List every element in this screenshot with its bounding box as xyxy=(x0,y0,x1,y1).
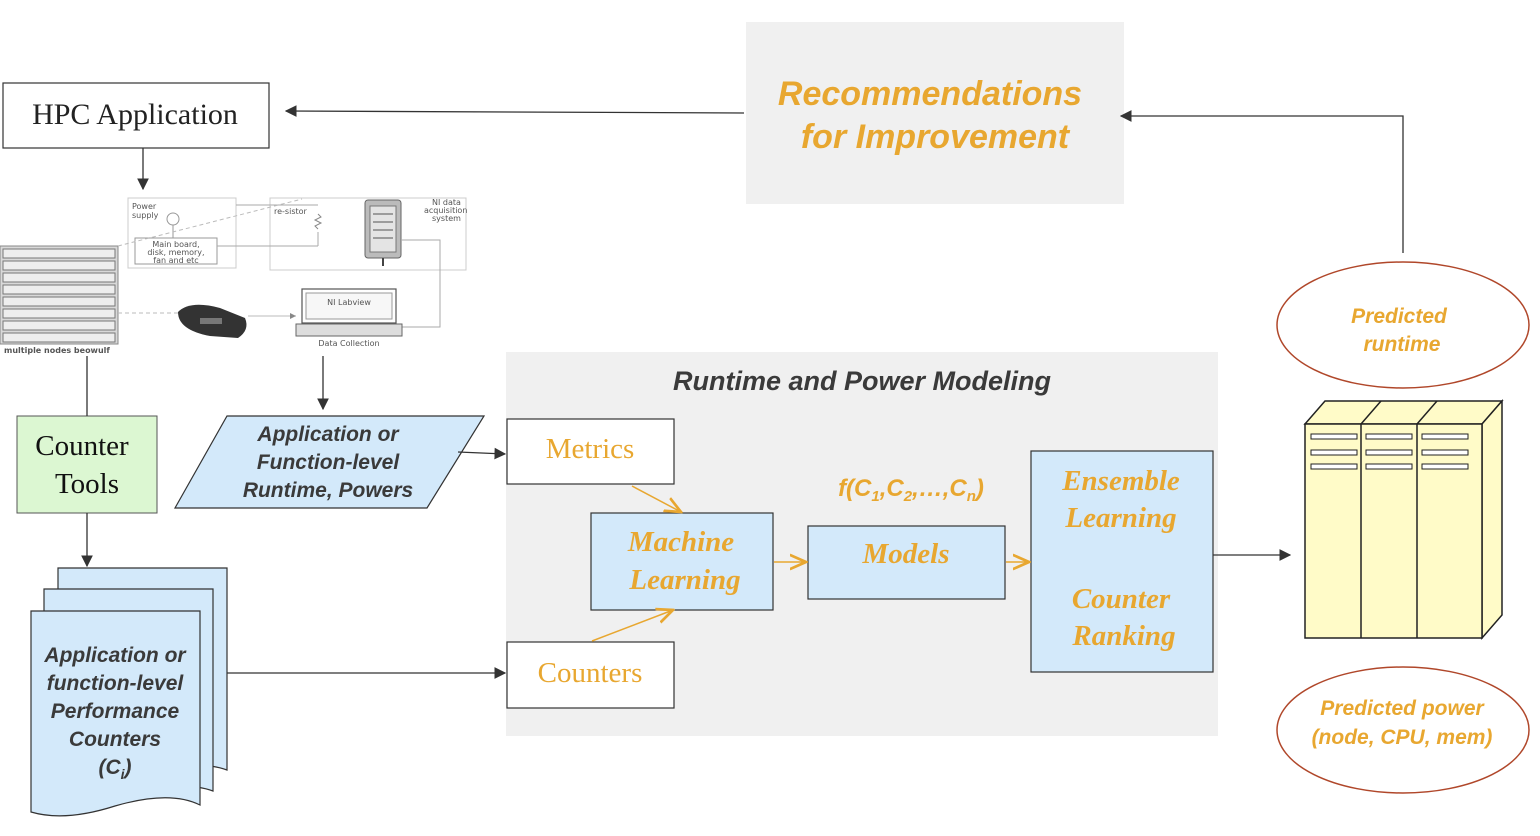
predicted-power-line2: (node, CPU, mem) xyxy=(1312,726,1493,749)
perf-counters-line4: Counters xyxy=(69,728,161,751)
performance-counters-documents xyxy=(30,567,228,817)
model-function-formula: f(C1,C2,…,Cn) xyxy=(838,475,984,505)
counters-box xyxy=(506,641,675,709)
perf-counters-line3: Performance xyxy=(51,700,180,723)
main-board-label-3: fan and etc xyxy=(153,256,198,265)
ensemble-ranking-box xyxy=(1030,450,1214,673)
hpc-application-label: HPC Application xyxy=(32,98,238,131)
models-box xyxy=(807,525,1006,600)
runtime-powers-data-shape xyxy=(173,415,486,509)
hpc-application-box xyxy=(2,82,270,149)
data-collection-label: Data Collection xyxy=(318,339,379,348)
ni-data-label-2: acquisition xyxy=(424,206,467,215)
main-board-box xyxy=(134,237,218,265)
ensemble-line2: Learning xyxy=(1064,502,1176,534)
predicted-power-line1: Predicted power xyxy=(1320,697,1485,720)
dark-connectors xyxy=(81,105,1404,679)
ensemble-line4: Ranking xyxy=(1071,620,1175,652)
machine-learning-line2: Learning xyxy=(628,564,740,596)
metrics-label: Metrics xyxy=(546,433,635,465)
cluster-rack-icon xyxy=(0,245,119,345)
ni-data-label-3: system xyxy=(432,214,461,223)
daq-cable xyxy=(401,239,441,328)
power-supply-label-2: supply xyxy=(132,211,159,220)
runtime-powers-line3: Runtime, Powers xyxy=(243,479,413,502)
resistor-icon xyxy=(313,213,323,230)
arrow-metrics-to-ml xyxy=(631,485,681,512)
runtime-powers-line1: Application or xyxy=(256,423,400,446)
perf-counters-ci: (Ci) xyxy=(98,756,131,782)
predicted-runtime-ellipse xyxy=(1276,261,1530,389)
data-collection-pc-icon xyxy=(295,323,403,337)
server-rack-icon xyxy=(1303,398,1504,641)
arrow-counters-to-ml xyxy=(591,610,673,642)
metrics-box xyxy=(506,418,675,485)
perf-counters-line1: Application or xyxy=(43,644,187,667)
ensemble-line1: Ensemble xyxy=(1061,465,1180,497)
power-supply-label-1: Power xyxy=(132,202,157,211)
ensemble-line3: Counter xyxy=(1072,583,1171,615)
arrow-runtime-to-recommendations xyxy=(1119,110,1404,253)
recommendations-line1: Recommendations xyxy=(778,75,1082,113)
runtime-powers-line2: Function-level xyxy=(257,451,401,474)
predicted-runtime-line1: Predicted xyxy=(1351,305,1448,328)
main-board-label-2: disk, memory, xyxy=(147,248,204,257)
counter-tools-box xyxy=(16,415,158,514)
machine-learning-line1: Machine xyxy=(627,526,734,558)
counter-tools-line1: Counter xyxy=(35,430,129,462)
predicted-runtime-line2: runtime xyxy=(1363,333,1440,356)
machine-learning-box xyxy=(590,512,774,611)
arrow-recommendations-to-hpc xyxy=(284,105,745,117)
predicted-power-ellipse xyxy=(1276,666,1530,794)
counters-label: Counters xyxy=(538,657,643,689)
ni-labview-label: NI Labview xyxy=(327,298,371,307)
resistor-label: re-sistor xyxy=(274,207,308,216)
power-meter-icon xyxy=(178,304,247,338)
ni-data-label-1: NI data xyxy=(432,198,461,207)
modeling-panel-title: Runtime and Power Modeling xyxy=(673,366,1052,396)
models-label: Models xyxy=(862,538,950,570)
recommendations-line2: for Improvement xyxy=(801,118,1071,156)
main-board-label-1: Main board, xyxy=(152,240,199,249)
counter-tools-line2: Tools xyxy=(55,468,119,500)
beowulf-nodes-label: multiple nodes beowulf xyxy=(4,346,110,355)
arrow-runtime-to-metrics xyxy=(457,447,507,460)
gold-connectors xyxy=(591,485,1029,642)
recommendations-box xyxy=(746,22,1124,204)
power-measurement-setup: Power supply Main board, disk, memory, f… xyxy=(0,197,467,355)
perf-counters-line2: function-level xyxy=(47,672,185,695)
